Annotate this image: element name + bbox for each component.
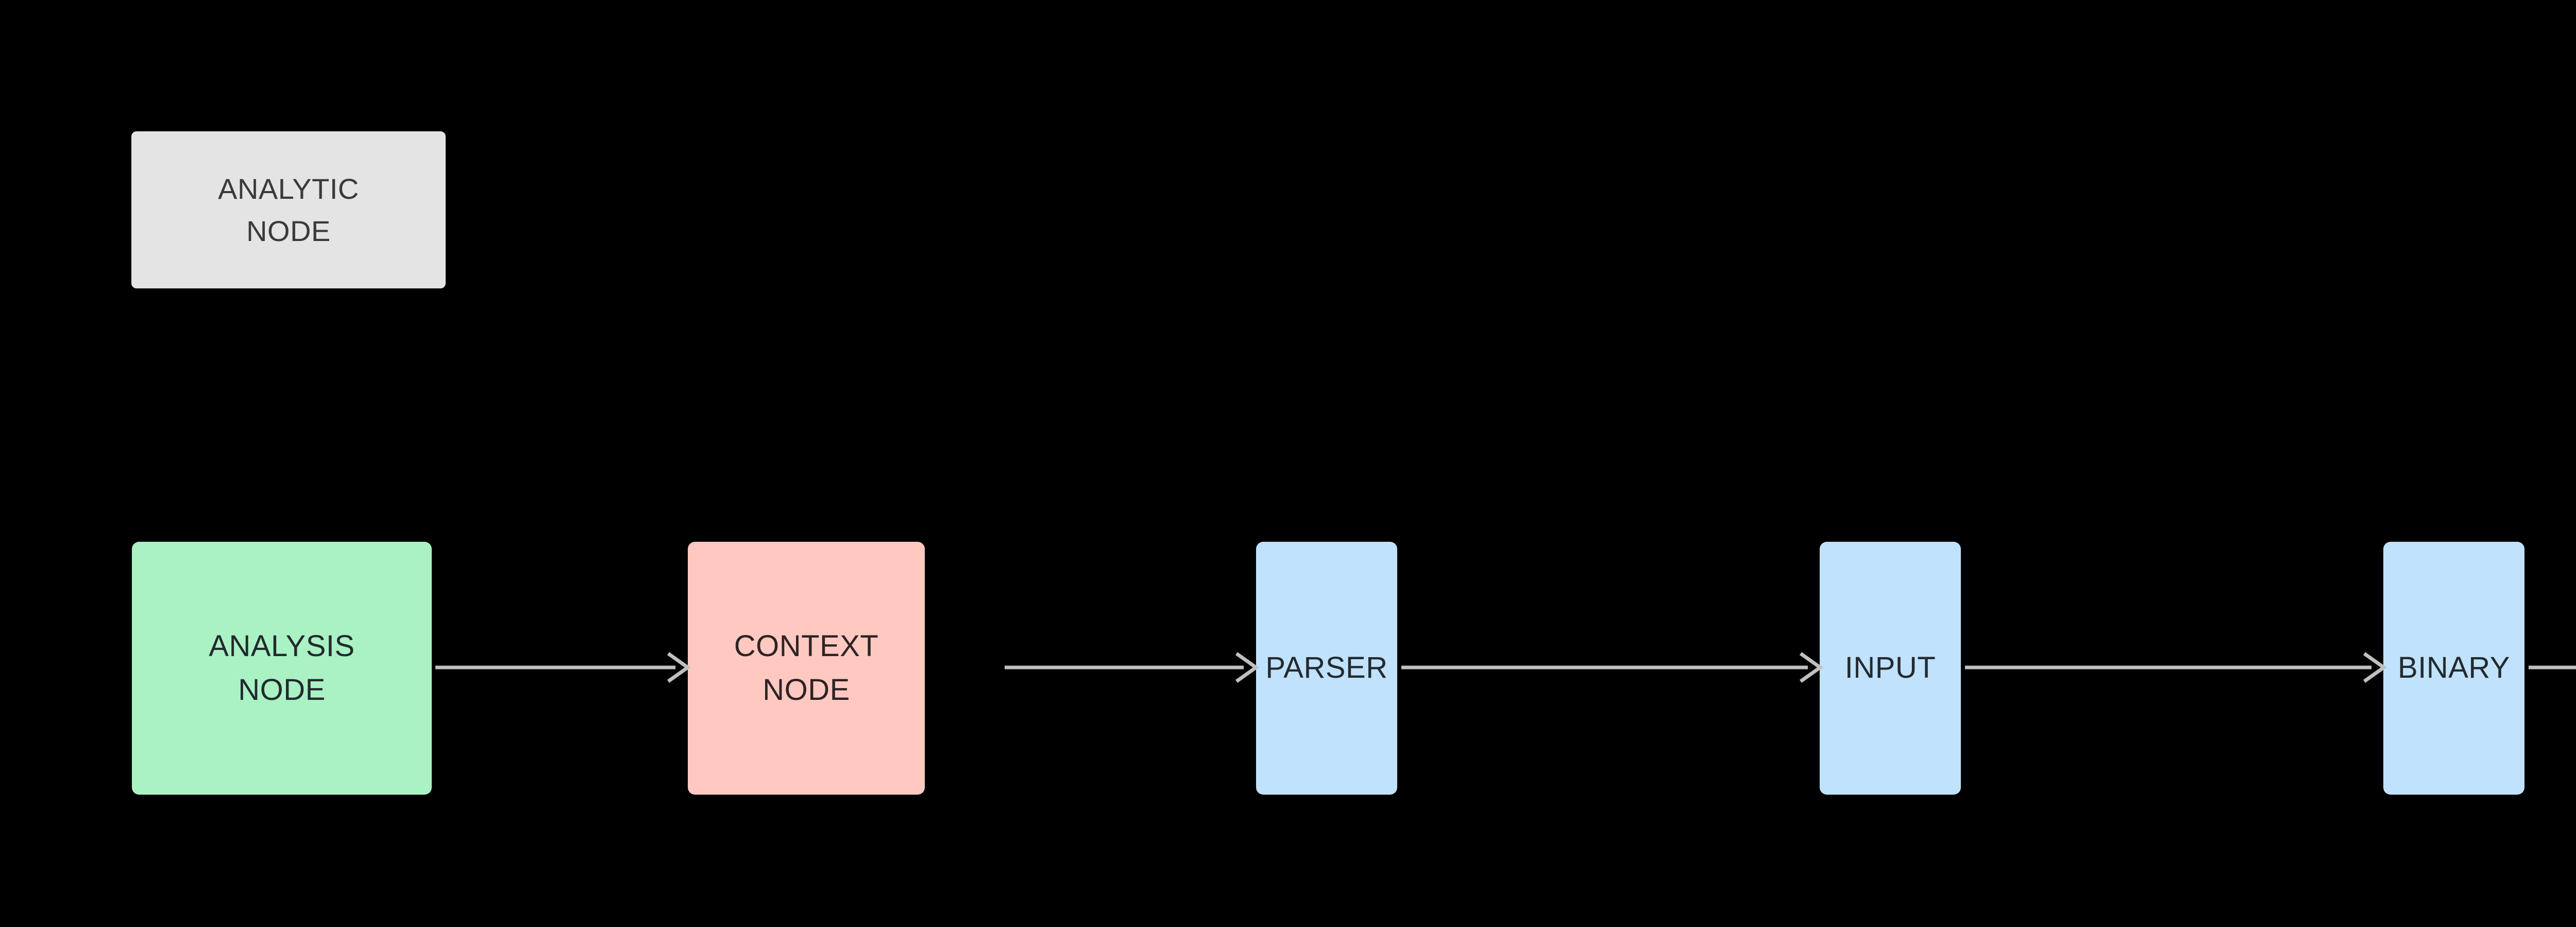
node-label-context-node: CONTEXT NODE [734, 629, 879, 707]
node-input[interactable]: INPUT [1820, 542, 1961, 795]
edge-context-node-to-parser [1005, 647, 1260, 688]
node-binary[interactable]: BINARY [2383, 542, 2524, 795]
node-label-input: INPUT [1844, 651, 1936, 685]
node-label-analysis-node: ANALYSIS NODE [209, 629, 355, 707]
edge-parser-to-input [1401, 647, 1824, 688]
node-label-parser: PARSER [1265, 651, 1388, 685]
arrowhead-icon [667, 652, 691, 683]
node-context-node[interactable]: CONTEXT NODE [688, 542, 925, 795]
node-label-analytic-node: ANALYTIC NODE [218, 173, 359, 247]
arrowhead-icon [1799, 652, 1824, 683]
node-label-binary: BINARY [2398, 651, 2510, 685]
edge-analysis-node-to-context-node [435, 647, 691, 688]
edge-binary-to-output [2529, 647, 2576, 688]
arrowhead-icon [2363, 652, 2387, 683]
edge-input-to-binary [1965, 647, 2387, 688]
node-parser[interactable]: PARSER [1256, 542, 1397, 795]
node-analytic-node[interactable]: ANALYTIC NODE [131, 131, 446, 288]
arrowhead-icon [1235, 652, 1260, 683]
node-analysis-node[interactable]: ANALYSIS NODE [132, 542, 432, 795]
